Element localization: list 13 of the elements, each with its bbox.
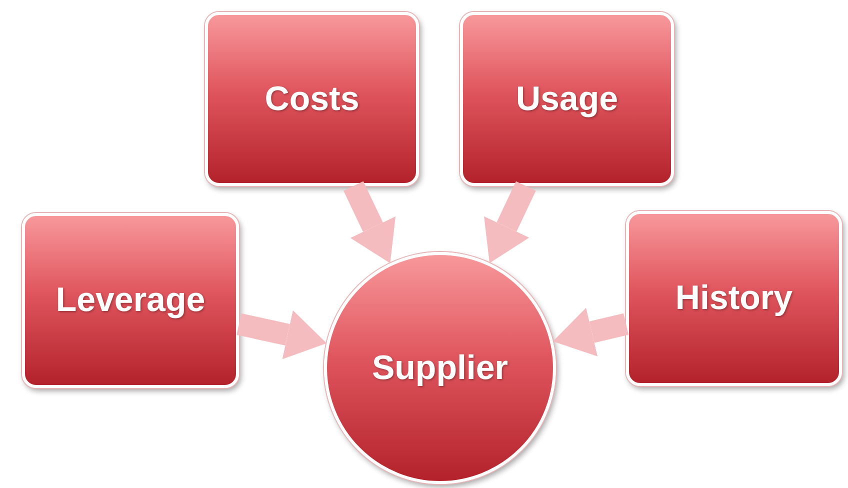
block-arrow bbox=[236, 310, 327, 360]
block-arrow bbox=[343, 181, 396, 264]
node-label: Leverage bbox=[56, 281, 206, 320]
node-label: Supplier bbox=[372, 348, 508, 388]
rounded-box bbox=[22, 213, 239, 388]
rounded-box bbox=[205, 12, 419, 186]
node-label: Usage bbox=[516, 80, 618, 118]
rounded-box bbox=[626, 211, 842, 386]
node-label: Costs bbox=[264, 80, 360, 118]
block-arrow bbox=[484, 181, 536, 264]
rounded-box bbox=[460, 12, 674, 186]
block-arrow bbox=[552, 308, 629, 356]
node-label: History bbox=[675, 279, 793, 318]
